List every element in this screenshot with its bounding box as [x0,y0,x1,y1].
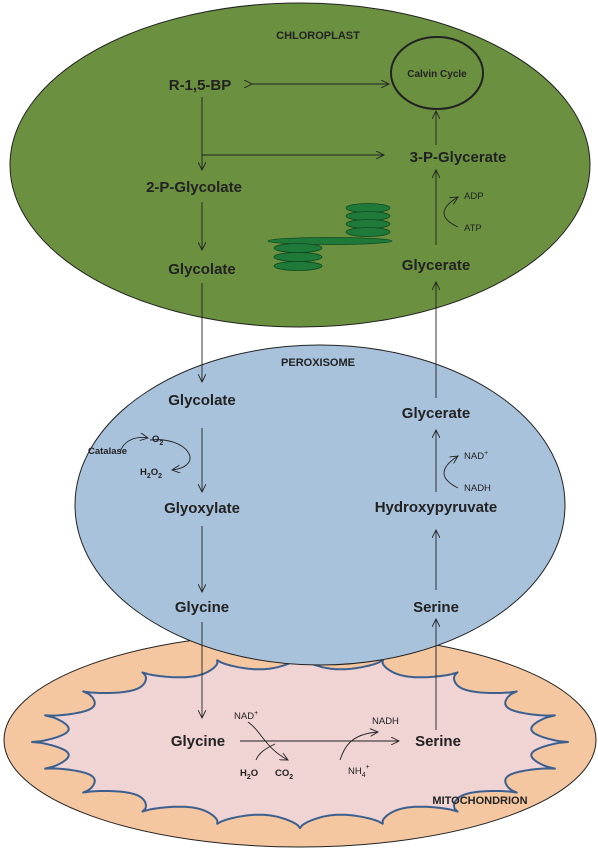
pglycerate-label: 3-P-Glycerate [410,149,507,166]
peroxisome-glycolate-label: Glycolate [168,392,236,409]
peroxisome-label: PEROXISOME [281,357,355,369]
mitochondrion-glycine-label: Glycine [171,733,225,750]
nadh-label: NADH [464,483,491,494]
mitochondrion-label: MITOCHONDRION [432,795,527,807]
peroxisome-glycine-label: Glycine [175,599,229,616]
chloroplast-label: CHLOROPLAST [276,30,360,42]
atp-label: ATP [464,223,482,234]
peroxisome-serine-label: Serine [413,599,459,616]
adp-label: ADP [464,191,484,202]
rubp-label: R-1,5-BP [169,77,232,94]
glyoxylate-label: Glyoxylate [164,500,240,517]
calvin-cycle-label: Calvin Cycle [407,69,467,80]
peroxisome-glycerate-label: Glycerate [402,405,470,422]
chloroplast-glycolate-label: Glycolate [168,261,236,278]
chloroplast-glycerate-label: Glycerate [402,257,470,274]
mito-nadh-label: NADH [372,716,399,727]
mitochondrion-serine-label: Serine [415,733,461,750]
pglycolate-label: 2-P-Glycolate [146,179,242,196]
hydroxypyruvate-label: Hydroxypyruvate [375,499,498,516]
catalase-label: Catalase [88,446,127,457]
